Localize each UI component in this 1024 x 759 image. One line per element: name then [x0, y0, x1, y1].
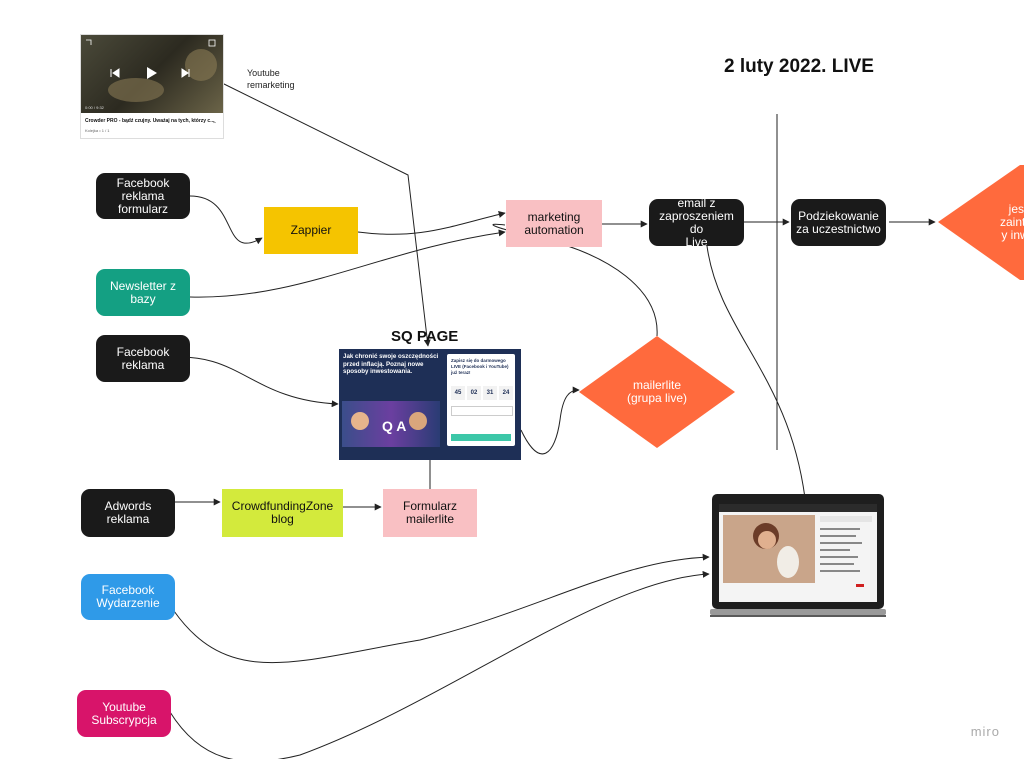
node-zappier[interactable]: Zappier: [264, 207, 358, 254]
node-email-invitation[interactable]: email z zaproszeniem do Live: [649, 196, 744, 248]
node-interested[interactable]: jeste zaintere y inwes: [1000, 202, 1024, 242]
node-facebook-ad[interactable]: Facebook reklama: [96, 335, 190, 382]
sq-photo-banner: Q A: [342, 401, 440, 447]
node-marketing-automation[interactable]: marketing automation: [506, 200, 602, 247]
chevron-up-icon[interactable]: ⌃: [211, 122, 217, 128]
countdown-days: 45: [451, 386, 465, 400]
link-fbevent-laptop: [173, 553, 710, 664]
link-ytremarketing-sq: [221, 82, 431, 347]
play-icon: [147, 67, 157, 79]
email-field[interactable]: [451, 406, 513, 416]
miro-watermark: miro: [970, 724, 1000, 739]
link-ytsub-laptop: [169, 570, 710, 759]
sq-page-screenshot[interactable]: Jak chronić swoje oszczędności przed inf…: [339, 349, 521, 460]
video-subcaption: Kolejka • 1 / 1: [85, 128, 110, 133]
node-adwords[interactable]: Adwords reklama: [81, 489, 175, 537]
sq-signup-form[interactable]: Zapisz się do darmowego LIVE (Facebook i…: [447, 354, 515, 446]
link-fbform-zappier: [189, 195, 263, 245]
video-controls: [86, 39, 217, 102]
node-facebook-form-ad[interactable]: Facebook reklama formularz: [96, 173, 190, 219]
node-facebook-event[interactable]: Facebook Wydarzenie: [81, 574, 175, 620]
link-email-laptop: [706, 245, 812, 531]
sq-headline: Jak chronić swoje oszczędności przed inf…: [343, 353, 439, 375]
link-fbad-sq: [165, 356, 339, 408]
svg-text:Q A: Q A: [382, 418, 406, 434]
youtube-video-card[interactable]: 0:00 / 9:32 Crowder PRO - bądź czujny. U…: [80, 34, 224, 139]
link-newsletter-marketing: [189, 229, 506, 298]
link-sq-mailerlite: [520, 386, 580, 455]
sq-submit-button[interactable]: [451, 434, 511, 441]
node-youtube-subscription[interactable]: Youtube Subscrypcja: [77, 690, 171, 737]
sq-page-title: SQ PAGE: [391, 328, 459, 345]
video-time: 0:00 / 9:32: [85, 105, 104, 110]
countdown-minutes: 31: [483, 386, 497, 400]
link-zappier-marketing: [357, 211, 506, 235]
node-crowdfundingzone-blog[interactable]: CrowdfundingZone blog: [222, 489, 343, 537]
interested-diamond-shape: [938, 165, 1024, 280]
node-thanks[interactable]: Podziekowanie za uczestnictwo: [791, 199, 886, 246]
countdown-seconds: 24: [499, 386, 513, 400]
mailerlite-diamond-shape: [579, 336, 735, 448]
countdown-hours: 02: [467, 386, 481, 400]
sq-form-title: Zapisz się do darmowego LIVE (Facebook i…: [451, 358, 509, 375]
page-title: 2 luty 2022. LIVE: [724, 56, 874, 77]
node-newsletter[interactable]: Newsletter z bazy: [96, 269, 190, 316]
laptop-live-screen: [710, 494, 886, 618]
video-caption: Crowder PRO - bądź czujny. Uważaj na tyc…: [85, 118, 215, 124]
node-mailerlite-group[interactable]: mailerlite (grupa live): [626, 378, 688, 405]
video-thumbnail: 0:00 / 9:32: [81, 35, 223, 113]
node-form-mailerlite[interactable]: Formularz mailerlite: [383, 489, 477, 537]
youtube-remarketing-note: Youtube remarketing: [247, 68, 295, 90]
